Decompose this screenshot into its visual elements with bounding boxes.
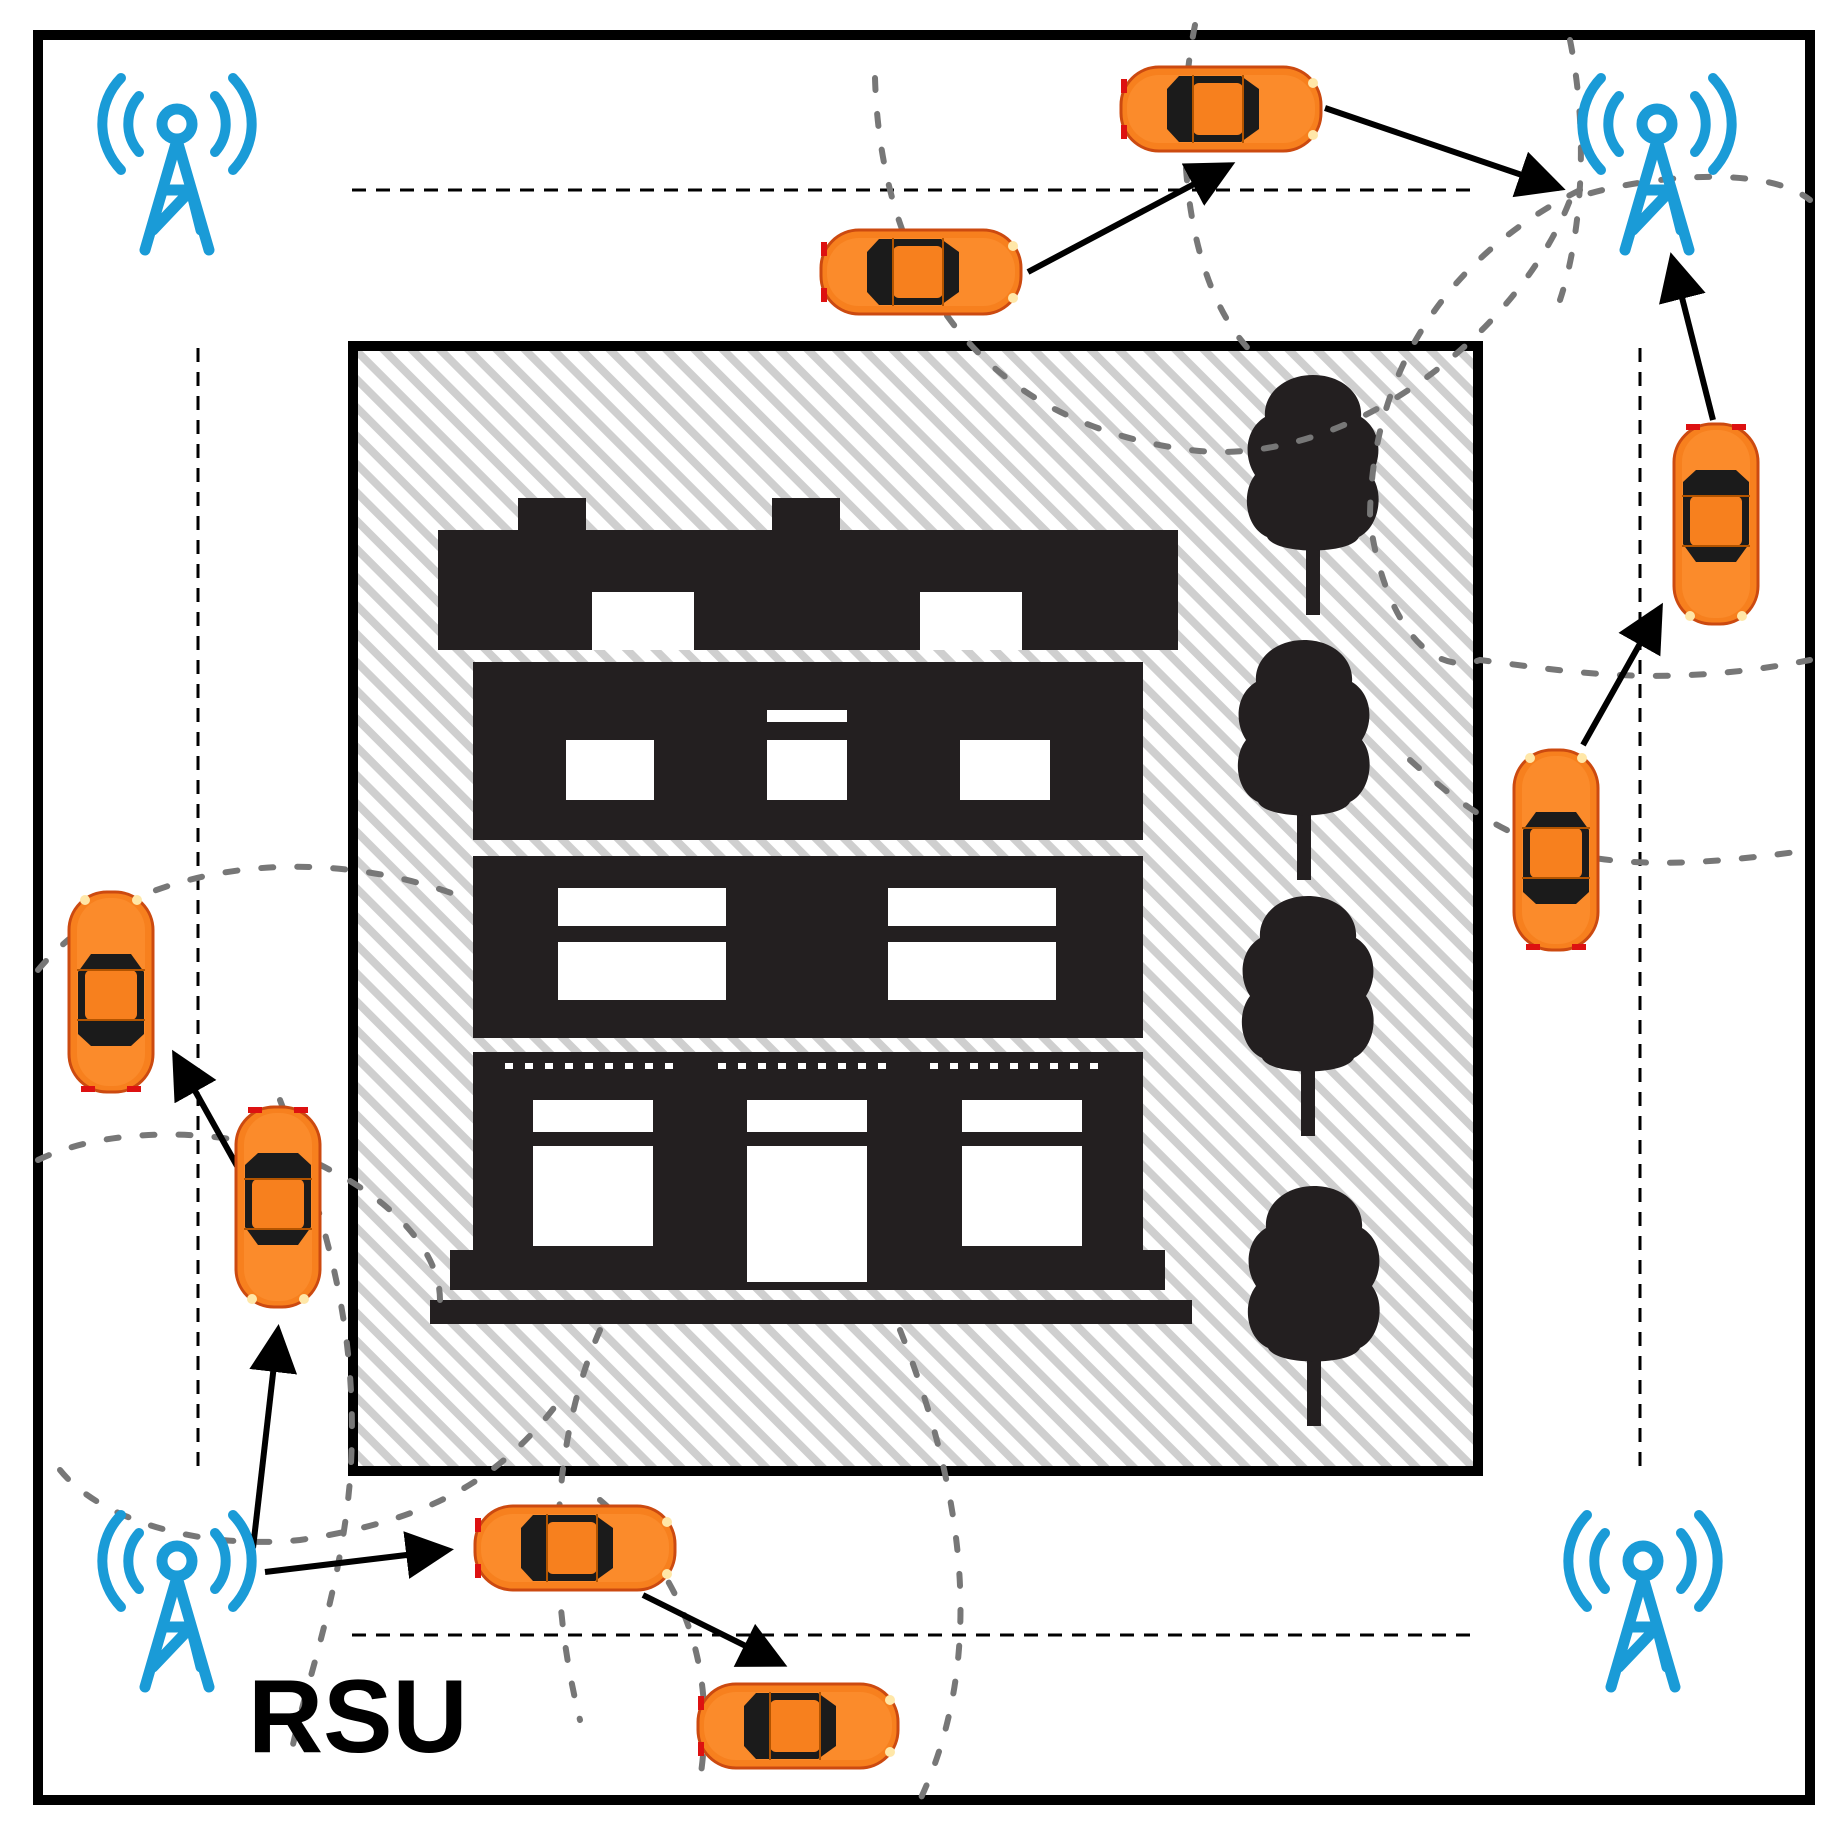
radio-tower-icon	[1582, 78, 1731, 250]
central-block	[348, 341, 1483, 1476]
outer-boundary	[33, 30, 1815, 1805]
link-arrow	[1659, 252, 1716, 421]
car-icon	[1672, 422, 1760, 626]
car-icon	[234, 1105, 322, 1309]
building-icon	[430, 498, 1192, 1324]
vehicle-links	[172, 105, 1716, 1667]
link-arrow	[1580, 602, 1663, 747]
car-icon	[819, 228, 1023, 316]
car-icon	[473, 1504, 677, 1592]
link-arrow	[249, 1324, 298, 1549]
link-arrow	[1026, 162, 1236, 275]
coverage-arc	[1181, 22, 1263, 363]
coverage-arc	[57, 1397, 563, 1545]
link-arrow	[264, 1531, 454, 1579]
car-icon	[1512, 748, 1600, 952]
coverage-arc	[555, 1327, 603, 1723]
car-icon	[1119, 65, 1323, 153]
link-arrow	[641, 1592, 788, 1667]
car-icon	[67, 890, 155, 1094]
link-arrow	[1324, 105, 1566, 198]
coverage-arc	[1557, 37, 1584, 303]
link-arrow	[172, 1049, 249, 1184]
coverage-arc	[35, 863, 473, 973]
lane-markings	[196, 188, 1642, 1637]
rsu-label: RSU	[248, 1659, 468, 1775]
radio-tower-icon	[102, 78, 251, 250]
radio-tower-icon	[1568, 1515, 1717, 1687]
car-icon	[696, 1682, 900, 1770]
